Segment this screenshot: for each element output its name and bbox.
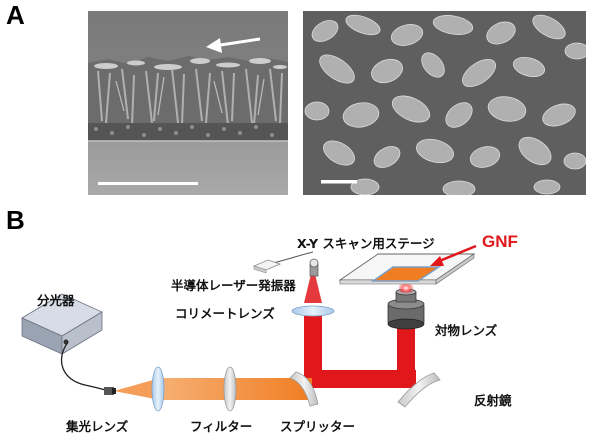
gnf-sample [370, 266, 442, 282]
spectrometer [21, 293, 103, 355]
label-mirror: 反射鏡 [474, 393, 512, 408]
label-laser: 半導体レーザー発振器 [171, 278, 296, 293]
sem-cross-section-image [88, 11, 288, 195]
scale-bar [98, 182, 198, 185]
beam-splitter [289, 371, 319, 407]
focus-glow [398, 282, 414, 294]
reflector-mirror [397, 372, 441, 408]
laser-diode [252, 251, 319, 277]
signal-beam [114, 378, 312, 400]
label-filter: フィルター [190, 419, 253, 434]
objective-lens [387, 288, 425, 330]
filter [223, 366, 237, 412]
label-collimator: コリメートレンズ [175, 306, 275, 321]
label-splitter: スプリッター [280, 419, 356, 434]
fiber-connector [104, 387, 116, 395]
sem-top-view-image [303, 11, 586, 195]
arrow-indicator-icon [206, 37, 261, 53]
label-objective: 対物レンズ [435, 323, 498, 338]
collimator-lens [291, 305, 335, 317]
label-stage: X-Y スキャン用ステージ [297, 236, 435, 251]
scale-bar [321, 180, 357, 184]
focus-lens [151, 366, 165, 412]
label-focus-lens: 集光レンズ [66, 419, 129, 434]
label-spectrometer: 分光器 [37, 293, 75, 308]
xy-stage [338, 253, 476, 285]
panel-a-letter: A [6, 0, 25, 30]
label-gnf: GNF [482, 232, 518, 251]
gnf-pointer-icon [430, 244, 477, 266]
panel-b-letter: B [6, 205, 25, 235]
excitation-beam [304, 274, 416, 388]
